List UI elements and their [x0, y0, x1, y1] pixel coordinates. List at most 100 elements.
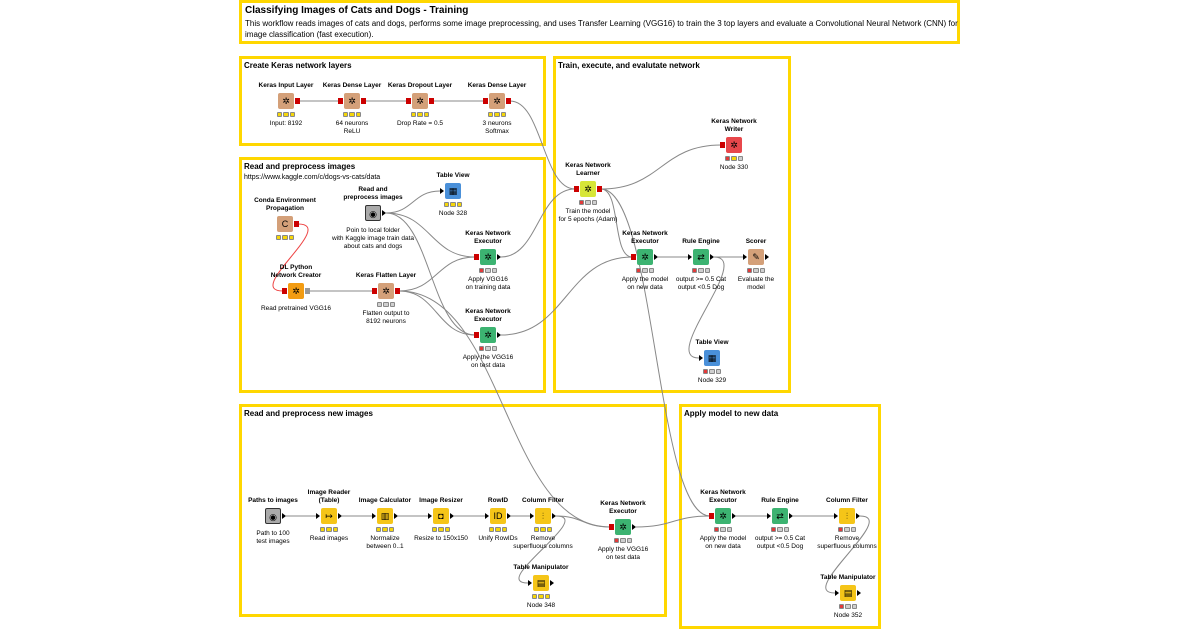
status-light	[332, 527, 338, 532]
keras-icon[interactable]: ✲	[637, 249, 653, 265]
input-port[interactable]	[528, 580, 532, 586]
input-port[interactable]	[440, 188, 444, 194]
output-port[interactable]	[395, 288, 400, 294]
input-port[interactable]	[316, 513, 320, 519]
rowid-icon[interactable]: ID	[490, 508, 506, 524]
filter-icon[interactable]: ⫶	[839, 508, 855, 524]
output-port[interactable]	[338, 513, 342, 519]
conda-icon[interactable]: C	[277, 216, 293, 232]
output-port[interactable]	[382, 210, 386, 216]
output-port[interactable]	[394, 513, 398, 519]
input-port[interactable]	[474, 254, 479, 260]
status-light	[725, 156, 731, 161]
input-port[interactable]	[406, 98, 411, 104]
input-port[interactable]	[709, 513, 714, 519]
scorer-icon[interactable]: ✎	[748, 249, 764, 265]
node-title: Paths to images	[248, 497, 298, 504]
node-status-lights	[614, 538, 632, 543]
input-port[interactable]	[699, 355, 703, 361]
output-port[interactable]	[507, 513, 511, 519]
keras-icon[interactable]: ✲	[288, 283, 304, 299]
output-port[interactable]	[282, 513, 286, 519]
input-port[interactable]	[688, 254, 692, 260]
keras-icon[interactable]: ✲	[726, 137, 742, 153]
output-port[interactable]	[305, 288, 310, 294]
metanode-icon[interactable]: ◉	[265, 508, 281, 524]
input-port[interactable]	[483, 98, 488, 104]
output-port[interactable]	[552, 513, 556, 519]
input-port[interactable]	[720, 142, 725, 148]
input-port[interactable]	[743, 254, 747, 260]
keras-icon[interactable]: ✲	[412, 93, 428, 109]
input-port[interactable]	[474, 332, 479, 338]
rule-icon[interactable]: ⇄	[772, 508, 788, 524]
status-light	[450, 202, 456, 207]
metanode-icon[interactable]: ◉	[365, 205, 381, 221]
resizer-icon[interactable]: ◘	[433, 508, 449, 524]
output-port[interactable]	[789, 513, 793, 519]
status-light	[532, 594, 538, 599]
manipulator-icon[interactable]: ▤	[533, 575, 549, 591]
reader-icon[interactable]: ↦	[321, 508, 337, 524]
output-port[interactable]	[550, 580, 554, 586]
output-port[interactable]	[856, 513, 860, 519]
keras-icon[interactable]: ✲	[480, 327, 496, 343]
connection-learner-to-exec-new1	[600, 188, 633, 258]
output-port[interactable]	[857, 590, 861, 596]
keras-icon[interactable]: ✲	[378, 283, 394, 299]
output-port[interactable]	[497, 254, 501, 260]
rule-icon[interactable]: ⇄	[693, 249, 709, 265]
table-icon[interactable]: ▦	[704, 350, 720, 366]
status-light	[620, 538, 626, 543]
input-port[interactable]	[530, 513, 534, 519]
output-port[interactable]	[497, 332, 501, 338]
status-light	[544, 594, 550, 599]
status-light	[411, 112, 417, 117]
node-title: DL Python Network Creator	[270, 264, 322, 279]
output-port[interactable]	[710, 254, 714, 260]
keras-icon[interactable]: ✲	[278, 93, 294, 109]
node-title: Keras Input Layer	[258, 82, 314, 89]
input-port[interactable]	[428, 513, 432, 519]
keras-icon[interactable]: ✲	[615, 519, 631, 535]
output-port[interactable]	[506, 98, 511, 104]
keras-icon[interactable]: ✲	[489, 93, 505, 109]
filter-icon[interactable]: ⫶	[535, 508, 551, 524]
output-port[interactable]	[294, 221, 299, 227]
status-light	[432, 527, 438, 532]
output-port[interactable]	[732, 513, 736, 519]
input-port[interactable]	[372, 288, 377, 294]
output-port[interactable]	[654, 254, 658, 260]
input-port[interactable]	[282, 288, 287, 294]
keras-icon[interactable]: ✲	[715, 508, 731, 524]
output-port[interactable]	[361, 98, 366, 104]
node-title: Keras Dropout Layer	[387, 82, 453, 89]
input-port[interactable]	[767, 513, 771, 519]
input-port[interactable]	[485, 513, 489, 519]
connection-read-pre-to-exec-train	[385, 212, 476, 258]
input-port[interactable]	[338, 98, 343, 104]
status-light	[355, 112, 361, 117]
input-port[interactable]	[609, 524, 614, 530]
output-port[interactable]	[632, 524, 636, 530]
node-title: Table Manipulator	[820, 574, 876, 581]
output-port[interactable]	[450, 513, 454, 519]
keras-icon[interactable]: ✲	[580, 181, 596, 197]
keras-icon[interactable]: ✲	[344, 93, 360, 109]
input-port[interactable]	[372, 513, 376, 519]
connection-rule1-to-table329	[688, 256, 725, 359]
output-port[interactable]	[597, 186, 602, 192]
input-port[interactable]	[835, 590, 839, 596]
input-port[interactable]	[574, 186, 579, 192]
table-icon[interactable]: ▦	[445, 183, 461, 199]
keras-icon[interactable]: ✲	[480, 249, 496, 265]
node-caption: 3 neurons Softmax	[482, 120, 512, 135]
input-port[interactable]	[834, 513, 838, 519]
output-port[interactable]	[429, 98, 434, 104]
output-port[interactable]	[765, 254, 769, 260]
calculator-icon[interactable]: ▥	[377, 508, 393, 524]
manipulator-icon[interactable]: ▤	[840, 585, 856, 601]
input-port[interactable]	[631, 254, 636, 260]
node-title: Scorer	[745, 238, 767, 245]
output-port[interactable]	[295, 98, 300, 104]
